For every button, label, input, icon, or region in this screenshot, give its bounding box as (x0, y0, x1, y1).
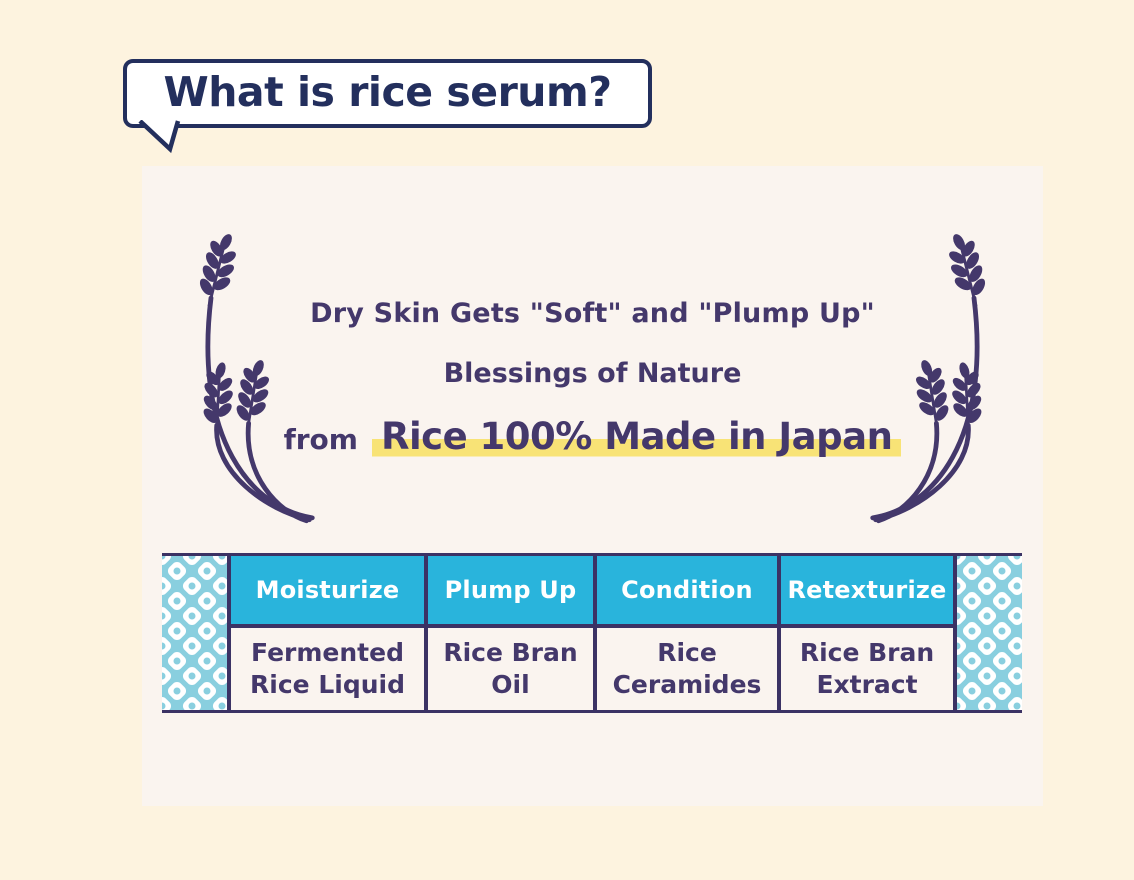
hero-line2: Blessings of Nature (443, 358, 742, 389)
hero-line1: Dry Skin Gets "Soft" and "Plump Up" (310, 298, 875, 329)
bubble-title: What is rice serum? (163, 67, 612, 116)
benefit-header: Moisturize (231, 556, 424, 628)
ingredient-table: Moisturize Fermented Rice Liquid Plump U… (162, 553, 1022, 713)
product-card: Dry Skin Gets "Soft" and "Plump Up" Bles… (142, 166, 1043, 806)
ingredient-line: Oil (491, 670, 530, 699)
ingredient-line: Rice Liquid (250, 670, 405, 699)
table-column-retexturize: Retexturize Rice Bran Extract (777, 556, 957, 710)
hero-line3: from Rice 100% Made in Japan (142, 415, 1043, 458)
ingredient-line: Rice Bran (443, 638, 578, 667)
table-column-moisturize: Moisturize Fermented Rice Liquid (227, 556, 424, 710)
table-column-plump-up: Plump Up Rice Bran Oil (424, 556, 593, 710)
speech-bubble-tail-icon (138, 120, 181, 154)
hero-highlighted-text: Rice 100% Made in Japan (371, 415, 902, 458)
ingredient-line: Rice Bran (799, 638, 935, 667)
ingredient-line: Extract (816, 670, 918, 699)
ingredient-cell: Rice Bran Extract (781, 628, 953, 710)
ingredient-cell: Fermented Rice Liquid (231, 628, 424, 710)
ingredient-cell: Rice Bran Oil (428, 628, 593, 710)
shibori-pattern-left (162, 556, 227, 710)
ingredient-line: Fermented (251, 638, 404, 667)
hero-from-label: from (283, 423, 358, 456)
table-column-condition: Condition Rice Ceramides (593, 556, 777, 710)
ingredient-cell: Rice Ceramides (597, 628, 777, 710)
speech-bubble: What is rice serum? (123, 59, 652, 128)
hero-text-block: Dry Skin Gets "Soft" and "Plump Up" Bles… (142, 298, 1043, 458)
ingredient-line: Ceramides (612, 670, 762, 699)
ingredient-line: Rice (657, 638, 717, 667)
benefit-header: Condition (597, 556, 777, 628)
benefit-header: Plump Up (428, 556, 593, 628)
shibori-pattern-right (957, 556, 1022, 710)
benefit-header: Retexturize (781, 556, 953, 628)
